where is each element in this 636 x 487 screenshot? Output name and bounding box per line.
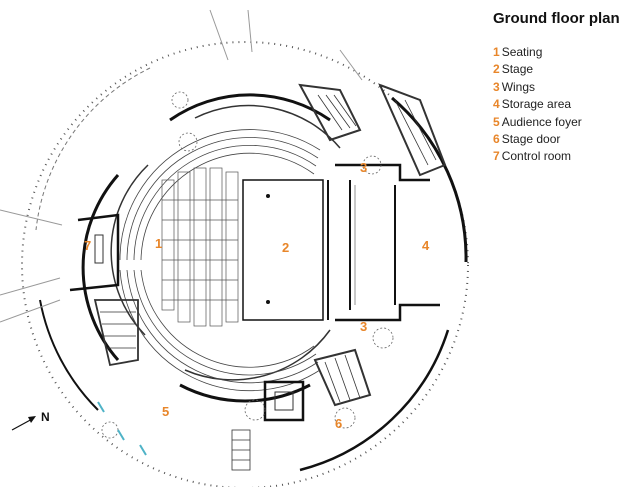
approach-line bbox=[209, 9, 229, 61]
legend-number: 2 bbox=[493, 62, 500, 77]
zone-label-stage: 2 bbox=[282, 240, 289, 255]
zone-label-seating: 1 bbox=[155, 236, 162, 251]
legend-label: Wings bbox=[501, 79, 536, 94]
zone-label-wings-north: 3 bbox=[360, 160, 367, 175]
stage-area bbox=[242, 179, 324, 321]
control-room-desk bbox=[94, 234, 104, 264]
control-room-wall bbox=[69, 213, 120, 292]
approach-line bbox=[339, 49, 363, 81]
legend-number: 6 bbox=[493, 132, 500, 147]
wings-wall bbox=[335, 163, 430, 182]
lift-car bbox=[274, 391, 294, 411]
legend-number: 1 bbox=[493, 45, 500, 59]
stair-east bbox=[378, 83, 447, 177]
outer-wall-southeast bbox=[299, 329, 450, 472]
stair-south bbox=[231, 429, 251, 471]
corridor-wall-south bbox=[184, 329, 331, 381]
inner-ring-wall-south bbox=[179, 383, 311, 403]
stage-column bbox=[266, 194, 270, 198]
zone-labels: 1 2 3 3 4 5 6 7 bbox=[84, 160, 430, 431]
legend-number: 4 bbox=[493, 97, 500, 112]
perimeter-dotted-ring bbox=[21, 41, 469, 487]
corridor-wall-west bbox=[110, 164, 149, 336]
legend-label: Control room bbox=[501, 149, 572, 164]
approach-line bbox=[0, 277, 61, 296]
approach-line bbox=[247, 9, 253, 53]
legend-label: Stage door bbox=[501, 132, 561, 147]
zone-label-control-room: 7 bbox=[84, 238, 91, 253]
stair-south-east bbox=[313, 348, 372, 407]
zone-label-stage-door: 6 bbox=[335, 416, 342, 431]
legend-label: Storage area bbox=[501, 97, 572, 112]
outer-wall-west bbox=[39, 299, 99, 411]
stair-west bbox=[93, 299, 139, 367]
legend-number: 5 bbox=[493, 114, 500, 129]
seating-rows bbox=[119, 129, 321, 392]
zone-label-storage: 4 bbox=[422, 238, 430, 253]
corridor-wall-north bbox=[194, 104, 341, 149]
wings-wall bbox=[335, 303, 440, 322]
legend-label: Stage bbox=[501, 62, 534, 77]
zone-label-foyer: 5 bbox=[162, 404, 169, 419]
north-label: N bbox=[41, 410, 50, 424]
north-arrow: N bbox=[11, 410, 50, 431]
outer-facade-thin bbox=[35, 67, 151, 231]
zone-label-wings-south: 3 bbox=[360, 319, 367, 334]
outer-wall-east bbox=[391, 96, 468, 263]
legend-number: 7 bbox=[493, 149, 500, 164]
stall-seat-blocks bbox=[161, 167, 239, 327]
stage-column bbox=[266, 300, 270, 304]
plan-title: Ground floor plan bbox=[493, 10, 620, 27]
legend-number: 3 bbox=[493, 79, 500, 94]
glazed-entrance bbox=[97, 401, 147, 456]
inner-ring-wall-west bbox=[81, 174, 120, 361]
legend-label: Seating bbox=[501, 45, 543, 59]
approach-line bbox=[0, 209, 63, 226]
stair-north-east bbox=[298, 83, 362, 142]
approach-line bbox=[0, 299, 61, 323]
legend-label: Audience foyer bbox=[501, 114, 582, 129]
lift-core bbox=[263, 380, 305, 422]
inner-ring-wall-north bbox=[169, 93, 331, 122]
